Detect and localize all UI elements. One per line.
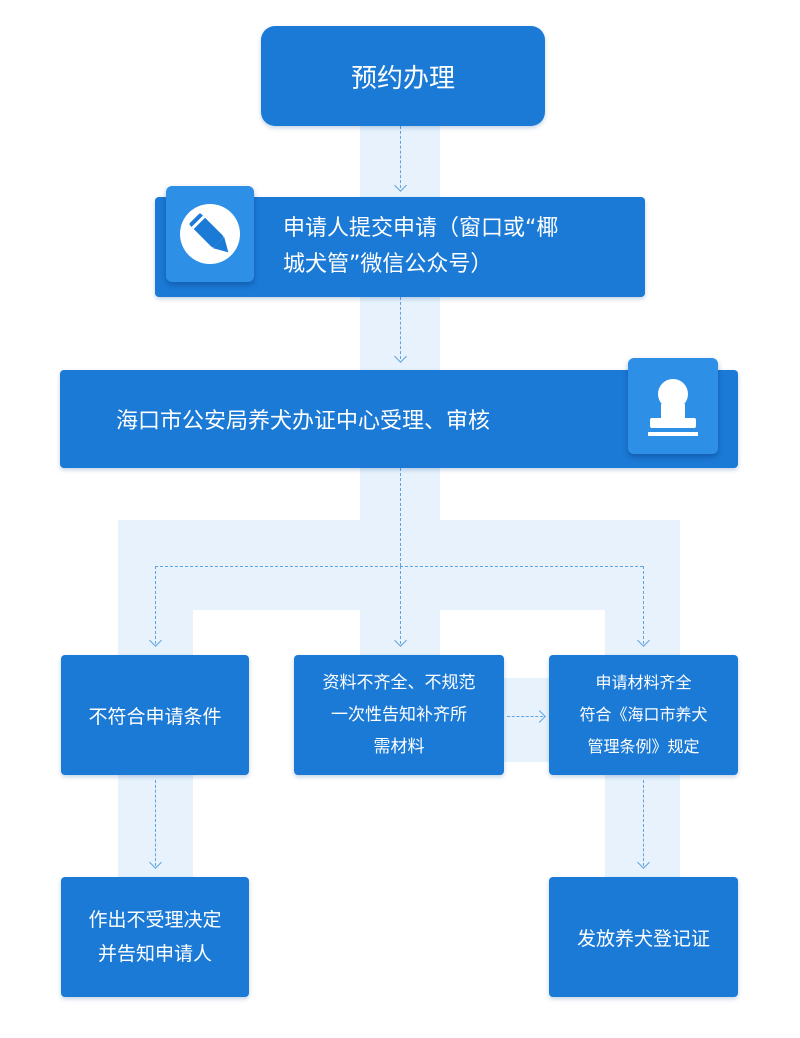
node-decision-line1: 作出不受理决定 [88, 909, 222, 931]
node-review-label: 海口市公安局养犬办证中心受理、审核 [116, 409, 491, 434]
node-incomplete-line1: 资料不齐全、不规范 [322, 673, 476, 693]
node-start: 预约办理 [261, 26, 545, 126]
node-incomplete-text: 资料不齐全、不规范 一次性告知补齐所 需材料 [323, 667, 476, 763]
band-middle-link [500, 678, 550, 762]
node-submit-line1: 申请人提交申请（窗口或“椰 [283, 216, 559, 241]
node-complete-line2: 符合《海口市养犬 [579, 705, 708, 724]
node-review: 海口市公安局养犬办证中心受理、审核 [60, 370, 738, 468]
connector-start-submit [400, 126, 401, 188]
node-complete: 申请材料齐全 符合《海口市养犬 管理条例》规定 [549, 655, 738, 775]
node-complete-line1: 申请材料齐全 [595, 673, 692, 692]
node-incomplete: 资料不齐全、不规范 一次性告知补齐所 需材料 [294, 655, 504, 775]
connector-submit-review [400, 297, 401, 359]
connector-middle-right [507, 716, 543, 717]
node-reject: 不符合申请条件 [61, 655, 249, 775]
node-decision-line2: 并告知申请人 [97, 943, 212, 965]
node-submit-text: 申请人提交申请（窗口或“椰 城犬管”微信公众号） [283, 211, 558, 283]
node-submit-line2: 城犬管”微信公众号） [283, 252, 493, 277]
connector-review-branch [400, 468, 401, 566]
connector-right-down [643, 780, 644, 866]
node-incomplete-line2: 一次性告知补齐所 [331, 705, 467, 725]
node-issue: 发放养犬登记证 [549, 877, 738, 997]
node-start-label: 预约办理 [350, 63, 455, 94]
band-branch [118, 520, 680, 610]
node-decision: 作出不受理决定 并告知申请人 [61, 877, 249, 997]
node-complete-text: 申请材料齐全 符合《海口市养犬 管理条例》规定 [579, 667, 707, 763]
connector-branch-horizontal [155, 566, 643, 567]
node-reject-label: 不符合申请条件 [88, 705, 222, 728]
seal-icon [628, 358, 718, 454]
connector-branch-center [400, 566, 401, 644]
connector-branch-left [155, 566, 156, 644]
node-complete-line3: 管理条例》规定 [587, 737, 700, 756]
connector-branch-right [643, 566, 644, 644]
node-decision-text: 作出不受理决定 并告知申请人 [88, 903, 221, 971]
node-incomplete-line3: 需材料 [373, 737, 425, 757]
pen-icon [166, 186, 254, 282]
node-issue-label: 发放养犬登记证 [576, 927, 710, 950]
connector-left-down [155, 780, 156, 866]
